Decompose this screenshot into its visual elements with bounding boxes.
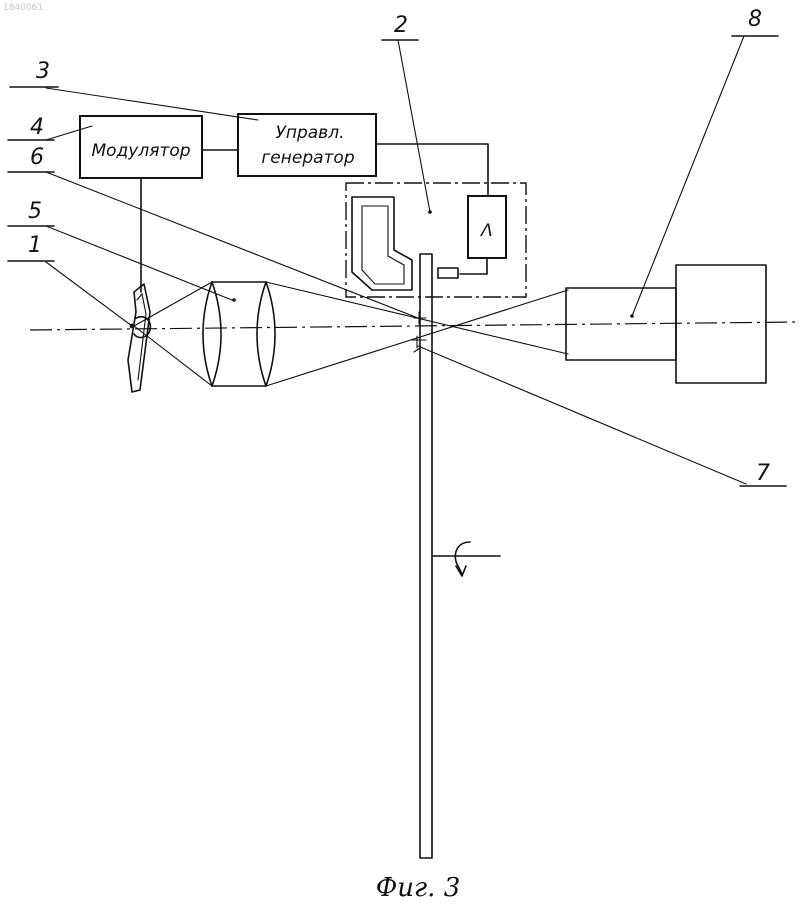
label-1: 1: [28, 233, 42, 258]
label-5: 5: [28, 199, 42, 224]
leader-8: [632, 36, 744, 316]
figure-caption: Фиг. 3: [376, 873, 461, 903]
watermark-text: 1840061: [3, 3, 43, 13]
l-shaped-element: [352, 197, 412, 290]
generator-label-line2: генератор: [261, 148, 354, 168]
lens-right-surface: [266, 282, 275, 386]
label-3: 3: [36, 59, 50, 84]
generator-box: Управл. генератор: [238, 114, 376, 176]
lens-right-surface-inner: [257, 282, 266, 386]
generator-amplifier-wire: [376, 144, 488, 196]
amplifier-sensor-wire: [460, 258, 487, 274]
modulator-box: Модулятор: [80, 116, 202, 178]
amplifier-symbol: Λ: [479, 221, 493, 241]
label-4: 4: [30, 115, 44, 140]
vibrating-mirror: [128, 178, 150, 392]
leader-7: [418, 346, 746, 484]
lens-marker-dot: [232, 298, 236, 302]
camera-body: [676, 265, 766, 383]
label-6: 6: [30, 145, 44, 170]
label-2: 2: [394, 13, 408, 38]
ray-lens-camera-cross-2: [266, 290, 568, 386]
lens-assembly: [203, 282, 275, 386]
rotating-plate: [412, 254, 500, 858]
l-shaped-element-inner: [362, 206, 404, 284]
lens-left-surface-inner: [212, 282, 221, 386]
plate-body: [420, 254, 432, 858]
label-8: 8: [748, 7, 762, 32]
modulator-label: Модулятор: [91, 141, 190, 161]
reference-numbers: 3 4 6 5 1 2 8 7: [8, 7, 786, 486]
label-7: 7: [756, 461, 770, 486]
unit-2-enclosure: Λ: [346, 183, 526, 297]
ray-mirror-lens-bottom: [134, 326, 212, 386]
leader-2: [398, 40, 430, 212]
sensor-element: [438, 268, 458, 278]
leader-1: [46, 262, 132, 326]
lens-left-surface: [203, 282, 212, 386]
generator-label-line1: Управл.: [276, 123, 345, 143]
